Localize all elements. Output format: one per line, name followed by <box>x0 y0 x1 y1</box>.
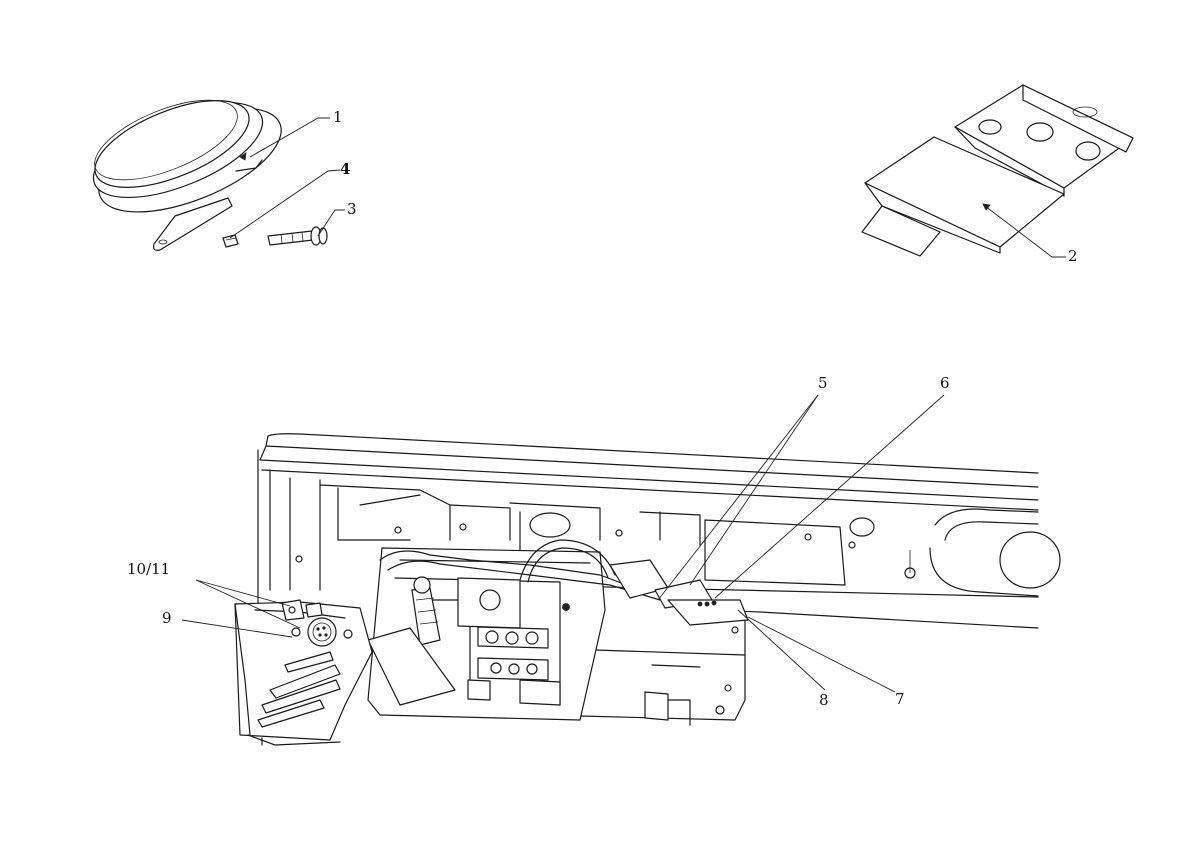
callout-8: 8 <box>819 691 829 709</box>
leader-4 <box>229 169 341 239</box>
part-3-screw <box>267 226 328 246</box>
leader-5b <box>689 394 819 586</box>
leader-10a <box>195 579 291 607</box>
callout-9: 9 <box>162 609 172 627</box>
callout-2: 2 <box>1068 247 1078 265</box>
main-panel-assembly <box>234 433 1061 746</box>
part-4-nut <box>222 234 239 248</box>
leader-2 <box>984 205 1066 258</box>
leader-10b <box>195 579 301 629</box>
callout-1: 1 <box>333 108 343 126</box>
callout-7: 7 <box>895 690 905 708</box>
callout-5: 5 <box>818 374 828 392</box>
leader-1 <box>249 117 330 158</box>
leader-7 <box>747 616 896 693</box>
leader-5a <box>657 394 819 601</box>
leader-3 <box>317 209 345 237</box>
callout-6: 6 <box>940 374 950 392</box>
callout-10-11: 10/11 <box>127 560 171 578</box>
leader-lines <box>181 117 1066 693</box>
callout-4: 4 <box>340 160 351 178</box>
leader-9 <box>181 619 293 638</box>
part-2-cover <box>861 84 1134 257</box>
callout-3: 3 <box>347 200 357 218</box>
leader-6 <box>714 394 945 599</box>
part-1-pulley <box>92 99 282 251</box>
leader-8 <box>737 609 826 691</box>
